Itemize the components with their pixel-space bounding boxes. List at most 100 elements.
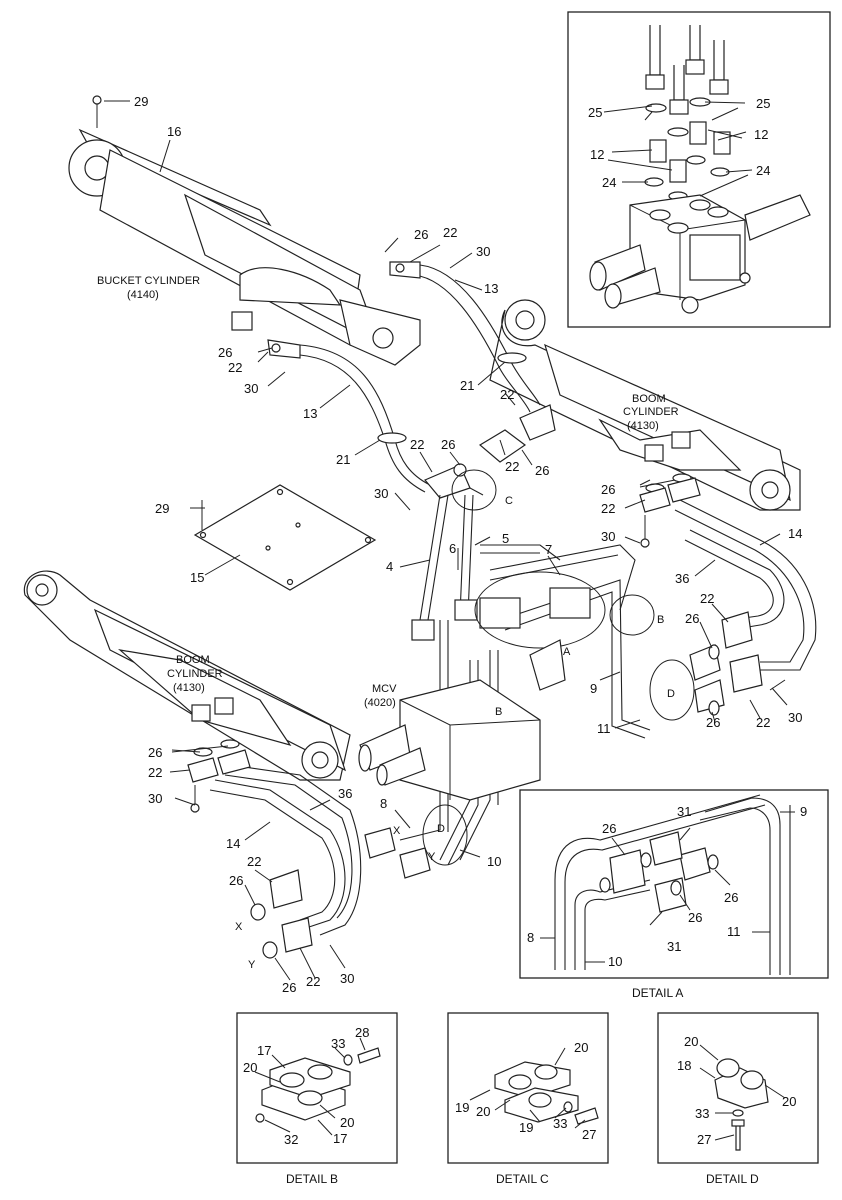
tag-d-right: D	[667, 688, 675, 700]
callout-24-left: 24	[602, 175, 616, 190]
callout-29-plate: 29	[155, 501, 169, 516]
callout-6: 6	[449, 541, 456, 556]
detail-a-callout-26-mid: 26	[688, 910, 702, 925]
callout-5: 5	[502, 531, 509, 546]
callout-36-right: 36	[675, 571, 689, 586]
callout-9: 9	[590, 681, 597, 696]
callout-22-a: 22	[443, 225, 457, 240]
callout-36-left: 36	[338, 786, 352, 801]
callout-26-a: 26	[414, 227, 428, 242]
detail-b-callout-20-right: 20	[340, 1115, 354, 1130]
detail-b-callout-20-left: 20	[243, 1060, 257, 1075]
callout-8: 8	[380, 796, 387, 811]
pipes-mcv	[399, 494, 651, 866]
detail-c-callout-33: 33	[553, 1116, 567, 1131]
callout-26-h: 26	[148, 745, 162, 760]
callout-12-right: 12	[754, 127, 768, 142]
detail-a-caption: DETAIL A	[632, 986, 683, 1000]
tag-c: C	[505, 495, 513, 507]
detail-a-callout-10: 10	[608, 954, 622, 969]
callout-22-d: 22	[410, 437, 424, 452]
callout-26-e: 26	[601, 482, 615, 497]
detail-d-callout-27: 27	[697, 1132, 711, 1147]
callout-11: 11	[597, 721, 611, 736]
callout-26-f: 26	[685, 611, 699, 626]
callout-25-left: 25	[588, 105, 602, 120]
detail-b-caption: DETAIL B	[286, 1172, 338, 1186]
tag-b-left: B	[495, 706, 502, 718]
callout-7: 7	[545, 542, 552, 557]
detail-d-callout-20-top: 20	[684, 1034, 698, 1049]
tag-y-left: Y	[248, 959, 256, 971]
detail-b-callout-28: 28	[355, 1025, 369, 1040]
callout-30-d: 30	[601, 529, 615, 544]
callout-26-d: 26	[535, 463, 549, 478]
boom-cylinder-left	[23, 570, 351, 781]
callout-30-g: 30	[340, 971, 354, 986]
detail-c-callout-20-top: 20	[574, 1040, 588, 1055]
callout-14-left: 14	[226, 836, 240, 851]
detail-d-callout-33: 33	[695, 1106, 709, 1121]
tag-d-left: D	[437, 823, 445, 835]
tag-x-left: X	[235, 921, 243, 933]
detail-c-caption: DETAIL C	[496, 1172, 549, 1186]
detail-c-callout-27: 27	[582, 1127, 596, 1142]
detail-d-callout-20-right: 20	[782, 1094, 796, 1109]
callout-13-b: 13	[303, 406, 317, 421]
callout-10: 10	[487, 854, 501, 869]
detail-a	[519, 789, 829, 979]
mcv-valve	[358, 639, 566, 801]
detail-c	[447, 1012, 609, 1164]
detail-a-callout-9: 9	[800, 804, 807, 819]
detail-b	[236, 1012, 398, 1164]
detail-c-callout-19-left: 19	[455, 1100, 469, 1115]
callout-22-j: 22	[247, 854, 261, 869]
callout-22-k: 22	[306, 974, 320, 989]
callout-22-c: 22	[500, 387, 514, 402]
mcv-code: (4020)	[364, 697, 396, 709]
callout-30-b: 30	[244, 381, 258, 396]
callout-24-right: 24	[756, 163, 770, 178]
detail-b-callout-17-bottom: 17	[333, 1131, 347, 1146]
callout-26-i: 26	[229, 873, 243, 888]
boom-cylinder-right-code: (4130)	[627, 420, 659, 432]
detail-a-callout-31-bottom: 31	[667, 939, 681, 954]
mcv-label: MCV	[372, 683, 397, 695]
boom-cylinder-right-label: BOOM	[632, 393, 666, 405]
callout-12-left: 12	[590, 147, 604, 162]
detail-a-callout-26-left: 26	[602, 821, 616, 836]
detail-a-callout-31-top: 31	[677, 804, 691, 819]
callout-30-a: 30	[476, 244, 490, 259]
detail-b-callout-32: 32	[284, 1132, 298, 1147]
callout-30-c: 30	[374, 486, 388, 501]
boom-cylinder-left-code: (4130)	[173, 682, 205, 694]
detail-b-callout-17-top: 17	[257, 1043, 271, 1058]
callout-30-e: 30	[788, 710, 802, 725]
callout-22-f: 22	[601, 501, 615, 516]
boom-cylinder-right-label-2: CYLINDER	[623, 406, 679, 418]
callout-21-b: 21	[336, 452, 350, 467]
boom-cylinder-right	[489, 299, 801, 511]
tag-a: A	[563, 646, 571, 658]
detail-b-callout-33: 33	[331, 1036, 345, 1051]
callout-14-right: 14	[788, 526, 802, 541]
callout-26-c: 26	[441, 437, 455, 452]
callout-16: 16	[167, 124, 181, 139]
boom-cylinder-left-label: BOOM	[176, 654, 210, 666]
detail-a-callout-26-right: 26	[724, 890, 738, 905]
detail-c-callout-19-bottom: 19	[519, 1120, 533, 1135]
inset-mcv-fittings: 25 25 12 12 24 24	[567, 11, 831, 328]
cover-plate	[190, 484, 377, 591]
detail-d-caption: DETAIL D	[706, 1172, 759, 1186]
callout-26-j: 26	[282, 980, 296, 995]
boom-cylinder-left-label-2: CYLINDER	[167, 668, 223, 680]
detail-d	[657, 1012, 819, 1164]
main-leaders	[169, 237, 788, 981]
callout-22-g: 22	[700, 591, 714, 606]
tag-x-main: X	[393, 825, 401, 837]
callout-4: 4	[386, 559, 393, 574]
callout-29-top: 29	[134, 94, 148, 109]
detail-d-callout-18: 18	[677, 1058, 691, 1073]
bucket-cylinder-label: BUCKET CYLINDER	[97, 275, 200, 287]
